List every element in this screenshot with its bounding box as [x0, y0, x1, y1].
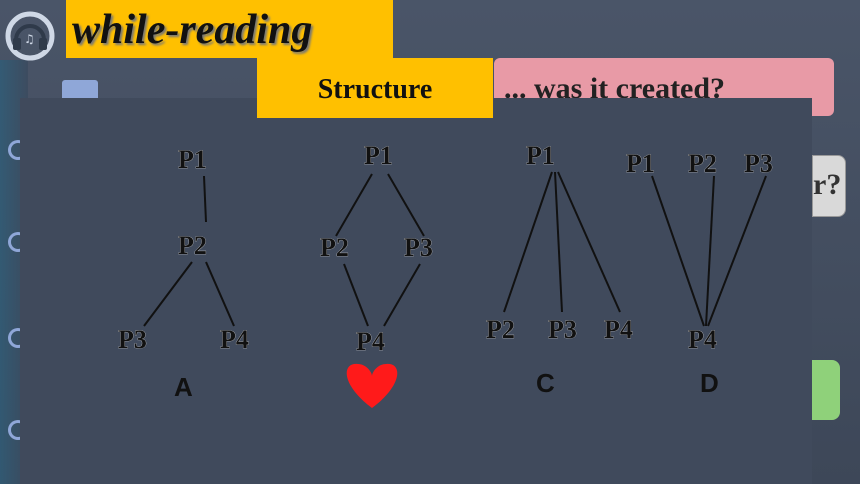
edge	[705, 175, 715, 327]
node-p3: P3	[404, 233, 433, 262]
edge	[205, 261, 235, 327]
option-label: D	[700, 368, 719, 398]
node-p1: P1	[178, 145, 207, 174]
node-p4: P4	[604, 315, 633, 344]
edge	[557, 171, 621, 313]
headphone-icon[interactable]: ♫	[4, 10, 56, 62]
node-p4: P4	[356, 327, 385, 356]
option-label: C	[536, 368, 555, 398]
node-p2: P2	[688, 149, 717, 178]
bullet-icon	[8, 420, 28, 440]
question-box-text: r?	[813, 168, 842, 201]
structure-panel	[20, 98, 812, 484]
green-tab	[812, 360, 840, 420]
edge	[651, 175, 705, 327]
edge	[387, 173, 425, 237]
node-p2: P2	[320, 233, 349, 262]
edge	[335, 173, 373, 237]
title-highlight	[66, 0, 393, 58]
structure-label-box: Structure	[257, 58, 493, 118]
edge	[203, 175, 207, 223]
option-label: A	[174, 372, 193, 402]
node-p2: P2	[486, 315, 515, 344]
svg-text:♫: ♫	[24, 32, 35, 46]
edge	[554, 171, 563, 313]
node-p1: P1	[626, 149, 655, 178]
bullet-icon	[8, 328, 28, 348]
structure-label: Structure	[317, 74, 433, 105]
edge	[707, 175, 767, 327]
edge	[343, 263, 369, 327]
node-p3: P3	[548, 315, 577, 344]
node-p1: P1	[364, 141, 393, 170]
node-p3: P3	[744, 149, 773, 178]
diagram-d[interactable]: P1 P2 P3 P4 D	[626, 149, 773, 398]
node-p1: P1	[526, 141, 555, 170]
node-p4: P4	[220, 325, 249, 354]
diagram-c[interactable]: P1 P2 P3 P4 C	[486, 141, 633, 398]
heart-icon	[346, 363, 398, 408]
diagram-b[interactable]: P1 P2 P3 P4	[320, 141, 433, 408]
diagram-a[interactable]: P1 P2 P3 P4 A	[118, 145, 249, 402]
page-title: while-reading	[72, 7, 313, 53]
edge	[143, 261, 193, 327]
bullet-icon	[8, 232, 28, 252]
book-decoration	[62, 80, 98, 102]
question-box-partial: r?	[812, 155, 846, 217]
bullet-icon	[8, 140, 28, 160]
edge	[503, 171, 553, 313]
node-p2: P2	[178, 231, 207, 260]
node-p3: P3	[118, 325, 147, 354]
edge	[383, 263, 421, 327]
node-p4: P4	[688, 325, 717, 354]
